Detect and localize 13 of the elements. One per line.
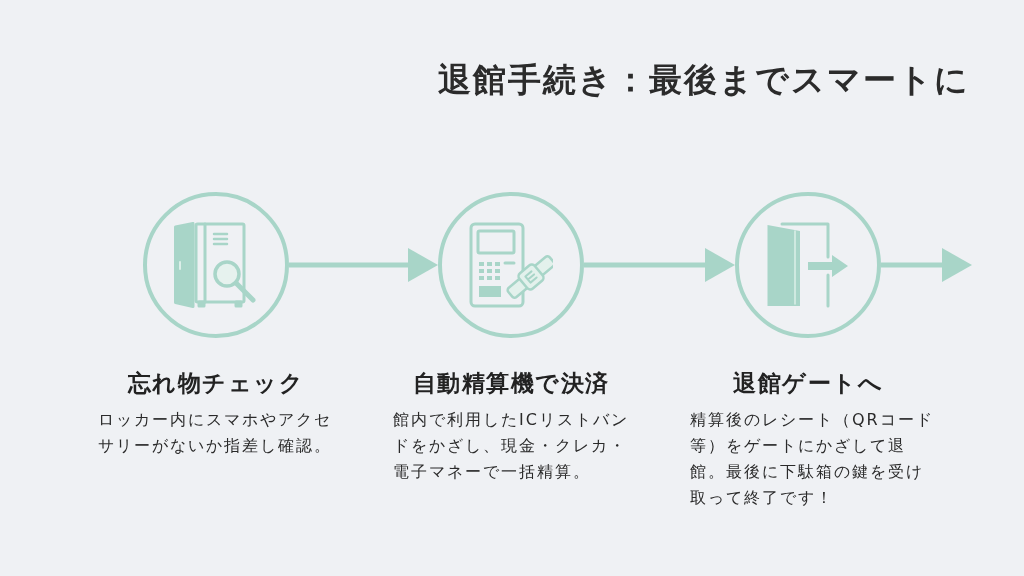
- step-description: ロッカー内にスマホやアクセサリーがないか指差し確認。: [98, 409, 333, 457]
- step-description: 館内で利用したICリストバンドをかざし、現金・クレカ・電子マネーで一括精算。: [393, 409, 630, 483]
- step-heading: 退館ゲートへ: [733, 369, 883, 398]
- step-description: 精算後のレシート（QRコード等）をゲートにかざして退館。最後に下駄箱の鍵を受け取って終了です！: [690, 409, 935, 509]
- arrow: [289, 248, 438, 282]
- arrow: [584, 248, 735, 282]
- step-heading: 自動精算機で決済: [412, 369, 610, 398]
- step-circle: [143, 192, 289, 338]
- step-circle: [438, 192, 584, 338]
- step-heading: 忘れ物チェック: [127, 369, 305, 398]
- slide-title: 退館手続き：最後までスマートに: [438, 59, 970, 101]
- arrow: [881, 248, 972, 282]
- step-circle: [735, 192, 881, 338]
